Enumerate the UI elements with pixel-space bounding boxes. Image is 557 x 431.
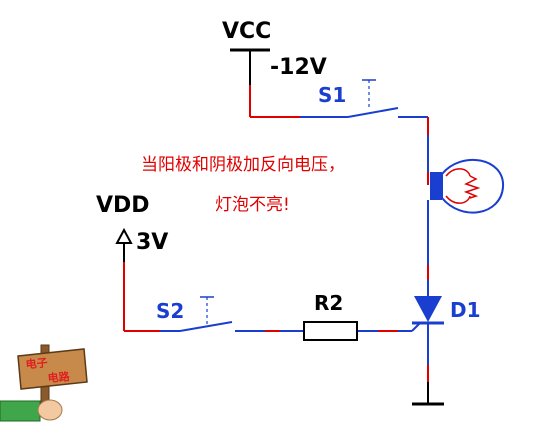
s2-label: S2 bbox=[156, 299, 184, 323]
lamp-base bbox=[430, 172, 442, 200]
diode-d1 bbox=[412, 296, 444, 403]
logo-sign: 电子 电路 bbox=[0, 344, 88, 422]
logo-line-1: 电子 bbox=[25, 355, 48, 371]
vcc-voltage-label: -12V bbox=[270, 55, 327, 80]
sleeve bbox=[0, 400, 41, 422]
lamp-filament bbox=[463, 175, 481, 199]
wire-vcc-to-s1 bbox=[249, 85, 348, 118]
d1-label: D1 bbox=[450, 298, 481, 322]
vdd-arrow bbox=[115, 227, 133, 244]
logo-line-2: 电路 bbox=[47, 369, 71, 385]
diode-triangle bbox=[414, 296, 442, 322]
wire-bottom bbox=[123, 262, 421, 332]
r2-label: R2 bbox=[314, 291, 343, 315]
vcc-label: VCC bbox=[222, 19, 271, 44]
switch-s2 bbox=[179, 296, 233, 332]
lamp bbox=[430, 158, 505, 214]
sign-board bbox=[17, 348, 88, 390]
caption-line-2: 灯泡不亮! bbox=[215, 195, 290, 215]
caption-line-1: 当阳极和阴极加反向电压， bbox=[141, 155, 345, 175]
vdd-supply bbox=[115, 227, 133, 262]
lamp-bulb bbox=[441, 158, 505, 214]
hand bbox=[37, 399, 63, 421]
switch-s1 bbox=[347, 79, 428, 118]
vdd-voltage-label: 3V bbox=[136, 230, 168, 255]
s1-label: S1 bbox=[318, 83, 346, 107]
vdd-label: VDD bbox=[96, 193, 150, 218]
vcc-supply bbox=[230, 48, 270, 85]
resistor-r2 bbox=[303, 321, 358, 341]
